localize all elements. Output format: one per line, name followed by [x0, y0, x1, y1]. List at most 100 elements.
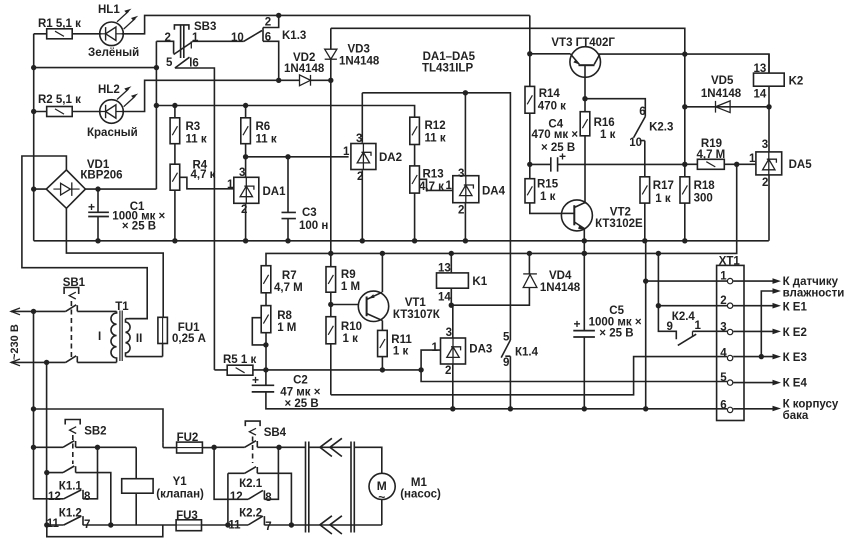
svg-text:5: 5: [166, 57, 173, 69]
svg-text:КТ3107К: КТ3107К: [393, 309, 441, 321]
svg-text:К датчику: К датчику: [783, 276, 839, 288]
svg-text:+: +: [252, 373, 259, 387]
svg-text:HL1: HL1: [98, 4, 120, 16]
svg-text:1000 мк ×: 1000 мк ×: [112, 211, 165, 223]
svg-text:1 М: 1 М: [341, 281, 360, 293]
svg-text:6: 6: [192, 58, 198, 70]
svg-text:(клапан): (клапан): [156, 489, 204, 501]
svg-text:K2.3: K2.3: [649, 122, 673, 134]
svg-text:× 25 В: × 25 В: [285, 398, 319, 410]
svg-text:DA2: DA2: [379, 152, 402, 164]
svg-text:× 25 В: × 25 В: [599, 328, 633, 340]
svg-text:C2: C2: [293, 375, 308, 387]
svg-text:+: +: [574, 317, 581, 331]
svg-text:R16: R16: [594, 117, 615, 129]
svg-text:K1: K1: [472, 276, 487, 288]
svg-text:R1 5,1 к: R1 5,1 к: [38, 18, 81, 30]
svg-text:К Е3: К Е3: [783, 352, 807, 364]
svg-text:5: 5: [720, 372, 727, 384]
svg-text:1 к: 1 к: [343, 333, 359, 345]
svg-text:1: 1: [695, 320, 702, 332]
svg-text:K1.3: K1.3: [282, 30, 306, 42]
svg-text:Y1: Y1: [173, 476, 188, 488]
svg-text:К1.4: К1.4: [515, 347, 539, 359]
svg-text:DA5: DA5: [789, 159, 813, 171]
svg-text:C4: C4: [548, 119, 563, 131]
svg-text:VT3 ГТ402Г: VT3 ГТ402Г: [551, 37, 615, 49]
svg-text:1: 1: [749, 153, 756, 165]
svg-text:XT1: XT1: [719, 256, 741, 268]
svg-text:R8: R8: [277, 310, 292, 322]
svg-text:13: 13: [438, 263, 451, 275]
svg-text:3: 3: [356, 133, 362, 145]
svg-text:1 к: 1 к: [655, 193, 671, 205]
svg-text:~: ~: [378, 490, 385, 504]
svg-text:VD5: VD5: [711, 75, 734, 87]
svg-text:R11: R11: [391, 334, 412, 346]
svg-text:2: 2: [762, 177, 768, 189]
svg-text:4,7 М: 4,7 М: [274, 282, 303, 294]
svg-text:3: 3: [446, 327, 452, 339]
svg-text:470 мк ×: 470 мк ×: [532, 129, 579, 141]
svg-text:R18: R18: [694, 180, 716, 192]
svg-text:R6: R6: [256, 121, 271, 133]
svg-text:M1: M1: [411, 477, 428, 489]
svg-text:T1: T1: [115, 301, 129, 313]
svg-text:FU1: FU1: [178, 322, 200, 334]
svg-text:4,7 М: 4,7 М: [697, 149, 726, 161]
svg-text:4: 4: [720, 348, 727, 360]
svg-text:11: 11: [47, 518, 60, 530]
svg-text:VD3: VD3: [348, 44, 370, 56]
svg-text:2: 2: [357, 171, 363, 183]
svg-text:2: 2: [445, 365, 451, 377]
svg-text:6: 6: [265, 32, 271, 44]
svg-text:3: 3: [720, 322, 726, 334]
svg-text:1: 1: [192, 32, 199, 44]
svg-text:R12: R12: [425, 120, 446, 132]
svg-text:DA3: DA3: [469, 344, 492, 356]
svg-text:DA1–DA5: DA1–DA5: [423, 51, 476, 63]
svg-text:Зелёный: Зелёный: [88, 47, 139, 59]
svg-text:2: 2: [265, 17, 271, 29]
svg-text:1N4148: 1N4148: [540, 282, 581, 294]
svg-text:VT1: VT1: [405, 297, 427, 309]
svg-text:(насос): (насос): [400, 489, 441, 501]
svg-text:1: 1: [432, 342, 439, 354]
svg-text:10: 10: [629, 137, 642, 149]
svg-text:FU2: FU2: [177, 432, 199, 444]
svg-text:R14: R14: [539, 88, 561, 100]
svg-text:C1: C1: [130, 201, 145, 213]
svg-text:R7: R7: [282, 270, 297, 282]
svg-text:1: 1: [720, 271, 727, 283]
svg-text:7: 7: [84, 519, 90, 531]
svg-text:9: 9: [667, 321, 673, 333]
svg-text:SB2: SB2: [84, 426, 106, 438]
svg-text:FU3: FU3: [176, 510, 198, 522]
svg-text:8: 8: [265, 492, 272, 504]
svg-text:4,7 к: 4,7 к: [191, 169, 216, 181]
svg-text:K2: K2: [789, 76, 804, 88]
svg-text:К корпусу: К корпусу: [783, 399, 839, 411]
svg-text:300: 300: [694, 193, 713, 205]
svg-text:К2.2: К2.2: [239, 508, 262, 520]
svg-text:R10: R10: [341, 321, 362, 333]
svg-text:1: 1: [446, 180, 453, 192]
svg-text:К2.1: К2.1: [239, 478, 263, 490]
svg-text:VT2: VT2: [610, 207, 631, 219]
svg-text:КТ3102Е: КТ3102Е: [595, 218, 643, 230]
svg-text:SB1: SB1: [63, 277, 86, 289]
svg-text:C5: C5: [609, 305, 624, 317]
svg-text:SB4: SB4: [264, 427, 287, 439]
svg-text:R2 5,1 к: R2 5,1 к: [38, 94, 81, 106]
svg-text:+: +: [88, 200, 95, 214]
svg-text:R5 1 к: R5 1 к: [223, 354, 256, 366]
svg-text:I: I: [98, 331, 101, 343]
svg-text:2: 2: [720, 295, 726, 307]
svg-text:11: 11: [228, 520, 241, 532]
svg-text:VD4: VD4: [549, 270, 572, 282]
svg-text:Красный: Красный: [87, 127, 138, 139]
svg-text:11 к: 11 к: [186, 134, 207, 146]
svg-text:R15: R15: [537, 179, 559, 191]
svg-text:2: 2: [458, 205, 464, 217]
svg-text:1 к: 1 к: [600, 129, 616, 141]
